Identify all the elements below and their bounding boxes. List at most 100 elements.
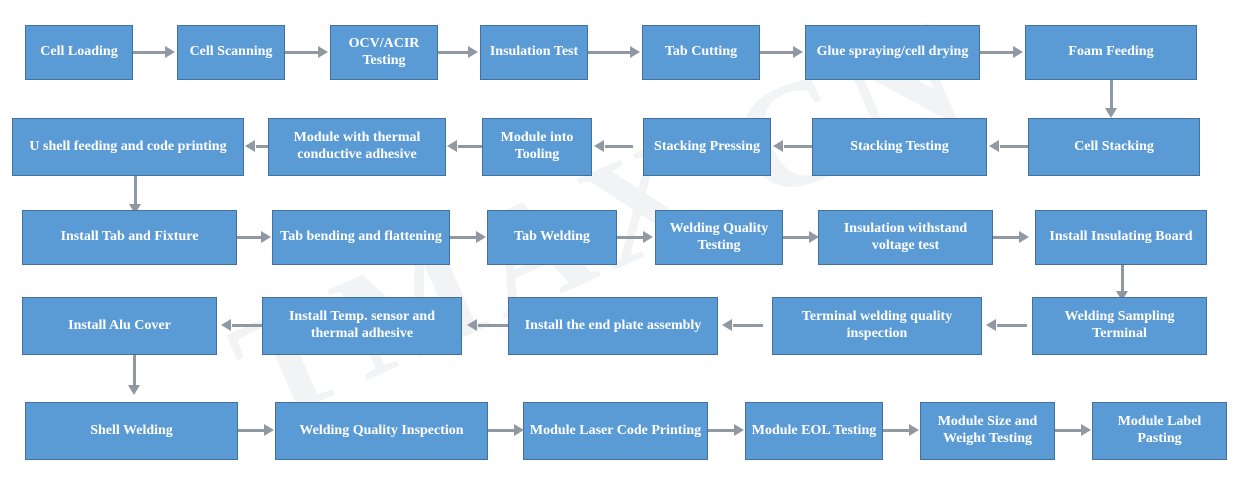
process-node-install-insulating-board[interactable]: Install Insulating Board — [1035, 210, 1207, 265]
node-label: OCV/ACIR Testing — [348, 35, 420, 68]
process-node-foam-feeding[interactable]: Foam Feeding — [1025, 25, 1197, 80]
arrowhead-r5-3 — [734, 424, 744, 436]
node-label: Shell Welding — [90, 422, 173, 438]
process-node-module-into-tooling[interactable]: Module into Tooling — [482, 118, 592, 176]
node-label: Cell Loading — [40, 44, 118, 60]
node-label: Install Alu Cover — [68, 317, 171, 333]
node-label: Cell Scanning — [189, 44, 273, 60]
connector-r5-4 — [883, 429, 911, 432]
process-node-stacking-pressing[interactable]: Stacking Pressing — [643, 118, 771, 176]
process-node-cell-loading[interactable]: Cell Loading — [25, 25, 133, 80]
node-label: Module into Tooling — [500, 130, 574, 162]
connector-r4-3 — [733, 324, 763, 327]
arrowhead-r2-1 — [245, 140, 255, 152]
connector-r1-5 — [760, 51, 795, 54]
process-node-terminal-welding-quality-inspection[interactable]: Terminal welding quality inspection — [772, 297, 982, 355]
process-node-install-alu-cover[interactable]: Install Alu Cover — [22, 297, 217, 355]
process-node-insulation-withstand-voltage-test[interactable]: Insulation withstand voltage test — [818, 210, 993, 265]
node-label: Insulation withstand voltage test — [843, 220, 968, 253]
arrowhead-r5-5 — [1081, 424, 1091, 436]
connector-r2-4 — [784, 145, 812, 148]
node-label: Install Temp. sensor and thermal adhesiv… — [288, 309, 435, 341]
process-node-shell-welding[interactable]: Shell Welding — [25, 402, 238, 460]
process-node-ocv-acir-testing[interactable]: OCV/ACIR Testing — [330, 25, 438, 80]
arrowhead-r5-1 — [264, 424, 274, 436]
process-node-module-size-and-weight-testing[interactable]: Module Size and Weight Testing — [920, 402, 1055, 460]
connector-r2-3 — [605, 145, 633, 148]
connector-row1-to-row2 — [1110, 80, 1113, 110]
process-node-insulation-test[interactable]: Insulation Test — [480, 25, 588, 80]
node-label: Tab bending and flattening — [280, 229, 442, 245]
connector-r3-2 — [450, 236, 478, 239]
node-label: Glue spraying/cell drying — [816, 44, 969, 60]
node-label: U shell feeding and code printing — [29, 138, 227, 154]
node-label: Module Laser Code Printing — [529, 422, 702, 438]
arrowhead-r4-2 — [467, 319, 477, 331]
connector-r1-3 — [438, 51, 470, 54]
process-node-welding-sampling-terminal[interactable]: Welding Sampling Terminal — [1032, 297, 1207, 355]
connector-r2-2 — [458, 145, 482, 148]
connector-r5-5 — [1055, 429, 1083, 432]
process-node-stacking-testing[interactable]: Stacking Testing — [812, 118, 987, 176]
process-node-install-the-end-plate-assembly[interactable]: Install the end plate assembly — [508, 297, 718, 355]
process-node-cell-stacking[interactable]: Cell Stacking — [1028, 118, 1200, 176]
connector-r3-1 — [237, 236, 263, 239]
arrowhead-row4-to-row5 — [128, 385, 140, 395]
arrowhead-r4-3 — [722, 319, 732, 331]
node-label: Cell Stacking — [1074, 138, 1154, 154]
process-node-welding-quality-testing[interactable]: Welding Quality Testing — [655, 210, 783, 265]
process-node-tab-welding[interactable]: Tab Welding — [487, 210, 617, 265]
arrowhead-r5-2 — [514, 424, 524, 436]
process-node-module-label-pasting[interactable]: Module Label Pasting — [1092, 402, 1227, 460]
process-node-install-temp-sensor-and-thermal-adhesive[interactable]: Install Temp. sensor and thermal adhesiv… — [262, 297, 462, 355]
arrowhead-r2-4 — [773, 140, 783, 152]
node-label: Terminal welding quality inspection — [801, 309, 953, 341]
connector-r1-4 — [588, 51, 632, 54]
connector-r4-2 — [478, 324, 508, 327]
node-label: Stacking Testing — [850, 138, 949, 154]
connector-r1-6 — [980, 51, 1015, 54]
arrowhead-r3-1 — [261, 231, 271, 243]
arrowhead-r3-5 — [1019, 231, 1029, 243]
arrowhead-r3-4 — [809, 231, 819, 243]
node-label: Insulation Test — [489, 44, 579, 60]
arrowhead-r2-2 — [447, 140, 457, 152]
node-label: Welding Quality Inspection — [299, 422, 464, 438]
process-node-module-with-thermal-conductive-adhesive[interactable]: Module with thermal conductive adhesive — [268, 118, 446, 176]
connector-r2-1 — [256, 145, 278, 148]
connector-r3-4 — [783, 236, 811, 239]
node-label: Stacking Pressing — [654, 138, 760, 154]
process-node-welding-quality-inspection[interactable]: Welding Quality Inspection — [275, 402, 488, 460]
process-node-module-eol-testing[interactable]: Module EOL Testing — [745, 402, 883, 460]
node-label: Module with thermal conductive adhesive — [293, 130, 421, 162]
node-label: Module Size and Weight Testing — [937, 414, 1038, 446]
node-label: Welding Sampling Terminal — [1064, 309, 1175, 341]
arrowhead-row3-to-row4 — [1116, 291, 1128, 301]
connector-row2-to-row3 — [134, 176, 137, 206]
node-label: Tab Cutting — [664, 44, 738, 60]
node-label: Install Insulating Board — [1049, 229, 1193, 245]
connector-r3-3 — [617, 236, 645, 239]
arrowhead-r2-5 — [989, 140, 999, 152]
process-node-u-shell-feeding-and-code-printing[interactable]: U shell feeding and code printing — [12, 118, 244, 176]
node-label: Install the end plate assembly — [524, 317, 702, 333]
node-label: Install Tab and Fixture — [60, 229, 199, 245]
connector-r5-3 — [708, 429, 736, 432]
connector-r1-1 — [133, 51, 167, 54]
arrowhead-r4-1 — [221, 319, 231, 331]
process-node-cell-scanning[interactable]: Cell Scanning — [177, 25, 285, 80]
arrowhead-r1-5 — [793, 46, 803, 58]
process-node-glue-spraying-cell-drying[interactable]: Glue spraying/cell drying — [805, 25, 980, 80]
arrowhead-r3-2 — [476, 231, 486, 243]
process-node-tab-cutting[interactable]: Tab Cutting — [642, 25, 760, 80]
arrowhead-r1-4 — [630, 46, 640, 58]
process-node-install-tab-and-fixture[interactable]: Install Tab and Fixture — [22, 210, 237, 265]
connector-row3-to-row4 — [1121, 265, 1124, 293]
node-label: Tab Welding — [514, 229, 590, 245]
node-label: Foam Feeding — [1068, 44, 1154, 60]
process-node-tab-bending-and-flattening[interactable]: Tab bending and flattening — [272, 210, 450, 265]
process-node-module-laser-code-printing[interactable]: Module Laser Code Printing — [523, 402, 708, 460]
arrowhead-r1-1 — [165, 46, 175, 58]
arrowhead-r4-4 — [986, 319, 996, 331]
